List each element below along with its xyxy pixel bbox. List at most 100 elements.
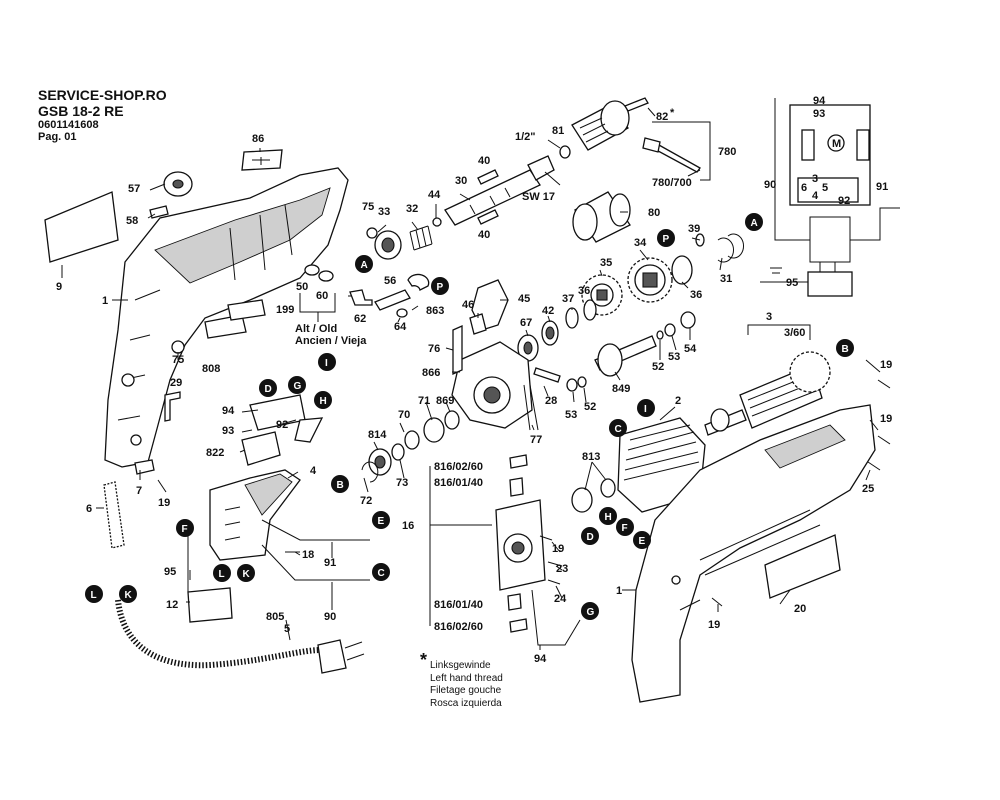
cable-sleeve-6 — [103, 481, 125, 549]
label-sw17: SW 17 — [522, 191, 555, 203]
label-30: 30 — [455, 175, 467, 187]
label-73: 73 — [396, 477, 408, 489]
svg-text:E: E — [639, 536, 646, 547]
bracket-780 — [652, 121, 711, 181]
bracket-816 — [429, 466, 492, 626]
brush-816-02-lower — [509, 618, 528, 633]
part-62 — [349, 289, 373, 306]
brush-plate-16 — [495, 499, 546, 591]
svg-text:H: H — [605, 512, 612, 523]
label-40-upper: 40 — [478, 155, 490, 167]
footnote-line-de: Linksgewinde — [430, 660, 491, 671]
ring-53-right — [664, 323, 676, 337]
label-50: 50 — [296, 281, 308, 293]
label-82: 82 — [656, 111, 668, 123]
key-40-upper — [477, 169, 499, 185]
alt-label-es: Ancien / Vieja — [295, 335, 367, 347]
svg-text:B: B — [842, 344, 849, 355]
label-816-02-60-upper: 816/02/60 — [434, 461, 483, 473]
spring-77 — [523, 384, 539, 431]
schem-92: 92 — [838, 195, 850, 207]
circlip-72 — [361, 461, 379, 483]
schem-90: 90 — [764, 179, 776, 191]
power-cable-805 — [115, 599, 365, 674]
screw-82 — [624, 97, 649, 112]
screw-19-left — [157, 479, 167, 493]
label-20 — [764, 534, 841, 599]
footnote-star: * — [420, 650, 428, 670]
marker-H-stator: H — [599, 507, 617, 525]
footnote-line-fr: Filetage gouche — [430, 685, 502, 696]
label-822: 822 — [206, 447, 224, 459]
svg-text:P: P — [663, 234, 670, 245]
label-780-700: 780/700 — [652, 177, 692, 189]
svg-text:A: A — [751, 218, 758, 229]
svg-text:L: L — [91, 590, 97, 601]
right-housing-half — [631, 404, 876, 703]
marker-E-stator: E — [633, 531, 651, 549]
svg-text:E: E — [378, 516, 385, 527]
svg-text:D: D — [265, 384, 272, 395]
marker-D-switch: D — [259, 379, 277, 397]
label-34: 34 — [634, 237, 647, 249]
washer-36-right — [671, 255, 693, 285]
brush-holder-12 — [187, 587, 233, 623]
svg-text:D: D — [587, 532, 594, 543]
brush-816-01-lower — [507, 593, 522, 611]
label-94-wire: 94 — [534, 653, 547, 665]
svg-text:K: K — [243, 569, 251, 580]
label-46: 46 — [462, 299, 474, 311]
marker-F-switch: F — [176, 519, 194, 537]
ring-64 — [396, 308, 408, 318]
ring-53-left — [566, 378, 578, 392]
label-9: 9 — [56, 281, 62, 293]
label-91-switch: 91 — [324, 557, 336, 569]
svg-text:G: G — [587, 607, 595, 618]
label-62: 62 — [354, 313, 366, 325]
label-95-switch: 95 — [164, 566, 176, 578]
leader-lines — [61, 107, 881, 650]
screw-19-bottom — [711, 597, 723, 607]
label-780: 780 — [718, 146, 736, 158]
brush-816-01-upper — [509, 477, 524, 497]
ring-52-right — [656, 330, 664, 340]
ring-75-lower — [171, 340, 185, 354]
svg-text:B: B — [337, 480, 344, 491]
wire-90 — [261, 544, 370, 581]
chuck-key — [642, 137, 701, 173]
marker-I-switch: I — [318, 353, 336, 371]
label-40-lower: 40 — [478, 229, 490, 241]
svg-text:F: F — [182, 524, 188, 535]
label-53-right: 53 — [668, 351, 680, 363]
svg-text:P: P — [437, 282, 444, 293]
schematic-labels: 94 93 92 91 90 95 3 4 5 6 M — [764, 95, 888, 289]
bracket-3 — [747, 324, 811, 340]
marker-K-cable: K — [119, 585, 137, 603]
screw-19-plate — [539, 535, 553, 541]
svg-text:I: I — [325, 358, 328, 369]
label-28: 28 — [545, 395, 557, 407]
motor-bearing-813 — [571, 478, 616, 513]
schem-91: 91 — [876, 181, 888, 193]
schem-motor: M — [832, 138, 841, 150]
label-20: 20 — [794, 603, 806, 615]
marker-A-left: A — [355, 255, 373, 273]
spindle-30 — [444, 155, 555, 226]
marker-C-wire: C — [372, 563, 390, 581]
wiring-schematic — [760, 98, 900, 297]
armature-3 — [704, 351, 831, 436]
svg-text:I: I — [644, 404, 647, 415]
svg-text:H: H — [320, 396, 327, 407]
label-866: 866 — [422, 367, 440, 379]
label-86: 86 — [252, 133, 264, 145]
model-title: GSB 18-2 RE — [38, 103, 124, 119]
shop-title: SERVICE-SHOP.RO — [38, 87, 167, 103]
wire-91 — [261, 519, 370, 541]
label-52-left: 52 — [584, 401, 596, 413]
label-19-plate: 19 — [552, 543, 564, 555]
label-816-01-40-upper: 816/01/40 — [434, 477, 483, 489]
label-1-left: 1 — [102, 295, 108, 307]
keyless-chuck-80 — [572, 191, 631, 243]
screw-24 — [547, 579, 561, 585]
rating-plate — [241, 149, 283, 171]
